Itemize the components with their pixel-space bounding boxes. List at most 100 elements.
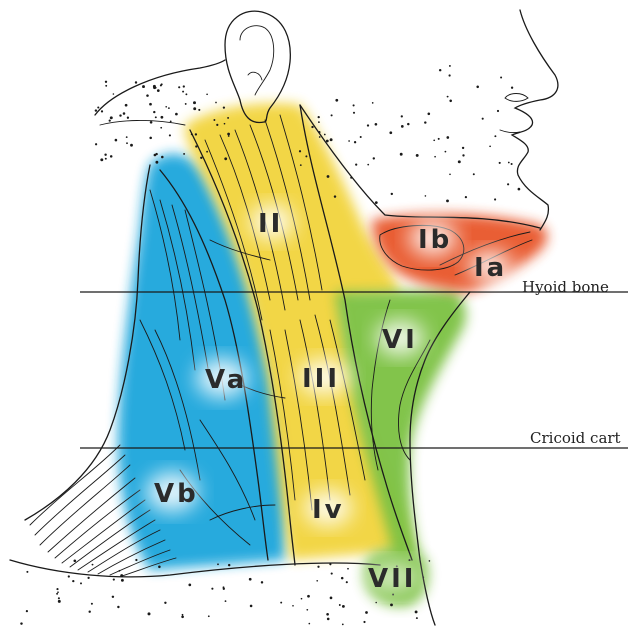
stipple-dot — [227, 117, 229, 119]
stipple-dot — [334, 195, 336, 197]
stipple-dot — [311, 126, 313, 128]
stipple-dot — [300, 164, 302, 166]
stipple-dot — [318, 116, 320, 118]
stipple-dot — [375, 201, 378, 204]
stipple-dot — [330, 597, 333, 600]
stipple-dot — [178, 86, 180, 88]
label-iv: Iv — [312, 495, 345, 525]
stipple-dot — [401, 115, 403, 117]
ear-lobe — [248, 72, 262, 80]
stipple-dot — [326, 613, 329, 616]
stipple-dot — [324, 134, 326, 136]
stipple-dot — [339, 604, 341, 606]
stipple-dot — [104, 153, 106, 155]
stipple-dot — [342, 624, 344, 626]
stipple-dot — [433, 139, 435, 141]
stipple-dot — [372, 102, 374, 104]
stipple-dot — [20, 622, 22, 624]
stipple-dot — [341, 577, 344, 580]
stipple-dot — [112, 596, 114, 598]
stipple-dot — [250, 605, 253, 608]
stipple-dot — [316, 580, 318, 582]
stipple-dot — [330, 138, 333, 141]
stipple-dot — [422, 576, 424, 578]
stipple-dot — [446, 199, 449, 202]
stipple-dot — [305, 155, 307, 157]
stipple-dot — [153, 111, 155, 113]
stipple-dot — [193, 101, 196, 104]
stipple-dot — [117, 606, 119, 608]
stipple-dot — [105, 81, 107, 83]
stipple-dot — [473, 173, 475, 175]
stipple-dot — [206, 151, 208, 153]
stipple-dot — [26, 610, 28, 612]
stipple-dot — [224, 123, 226, 125]
stipple-dot — [110, 116, 113, 119]
stipple-dot — [306, 609, 308, 611]
stipple-dot — [425, 195, 427, 197]
stipple-dot — [407, 123, 409, 125]
stipple-dot — [292, 605, 294, 607]
stipple-dot — [331, 573, 333, 575]
stipple-dot — [110, 155, 113, 158]
stipple-dot — [146, 94, 149, 97]
stipple-dot — [153, 85, 156, 88]
stipple-dot — [375, 602, 377, 604]
stipple-dot — [73, 559, 76, 562]
stipple-dot — [58, 600, 61, 603]
stipple-dot — [183, 85, 185, 87]
stipple-dot — [373, 157, 375, 159]
stipple-dot — [119, 114, 121, 116]
stipple-dot — [100, 158, 103, 161]
stipple-dot — [511, 163, 513, 165]
stipple-dot — [155, 161, 158, 164]
stipple-dot — [327, 175, 330, 178]
face-profile — [512, 10, 558, 230]
stipple-dot — [335, 99, 338, 102]
stipple-dot — [92, 564, 94, 566]
stipple-dot — [326, 140, 329, 143]
stipple-dot — [126, 142, 128, 144]
stipple-dot — [462, 147, 464, 149]
back-of-head — [95, 60, 225, 115]
label-vii: VII — [368, 564, 416, 594]
stipple-dot — [113, 579, 115, 581]
stipple-dot — [449, 74, 451, 76]
ear-inner — [240, 26, 274, 95]
stipple-dot — [191, 133, 193, 135]
stipple-dot — [331, 114, 333, 116]
stipple-dot — [261, 581, 263, 583]
stipple-dot — [389, 131, 392, 134]
stipple-dot — [228, 135, 230, 137]
nape-line — [100, 120, 185, 125]
stipple-dot — [183, 153, 185, 155]
zone-region-i — [372, 214, 547, 292]
stipple-dot — [113, 93, 115, 95]
mouth-line — [500, 130, 520, 133]
stipple-dot — [87, 577, 89, 579]
stipple-dot — [318, 121, 320, 123]
stipple-dot — [429, 560, 431, 562]
stipple-dot — [309, 623, 311, 625]
stipple-dot — [105, 85, 107, 87]
stipple-dot — [158, 566, 161, 569]
stipple-dot — [123, 112, 126, 115]
stipple-dot — [424, 121, 426, 123]
stipple-dot — [149, 137, 152, 140]
stipple-dot — [185, 93, 187, 95]
stipple-dot — [217, 563, 219, 565]
label-ia: Ia — [474, 253, 507, 283]
stipple-dot — [206, 93, 208, 95]
stipple-dot — [494, 198, 496, 200]
stipple-dot — [449, 65, 451, 67]
stipple-dot — [367, 124, 369, 126]
stipple-dot — [449, 100, 452, 103]
stipple-dot — [363, 621, 365, 623]
stipple-dot — [101, 110, 103, 112]
stipple-dot — [165, 106, 167, 108]
stipple-dot — [354, 141, 356, 143]
stipple-dot — [347, 568, 349, 570]
stipple-dot — [148, 612, 151, 615]
stipple-dot — [200, 157, 202, 159]
